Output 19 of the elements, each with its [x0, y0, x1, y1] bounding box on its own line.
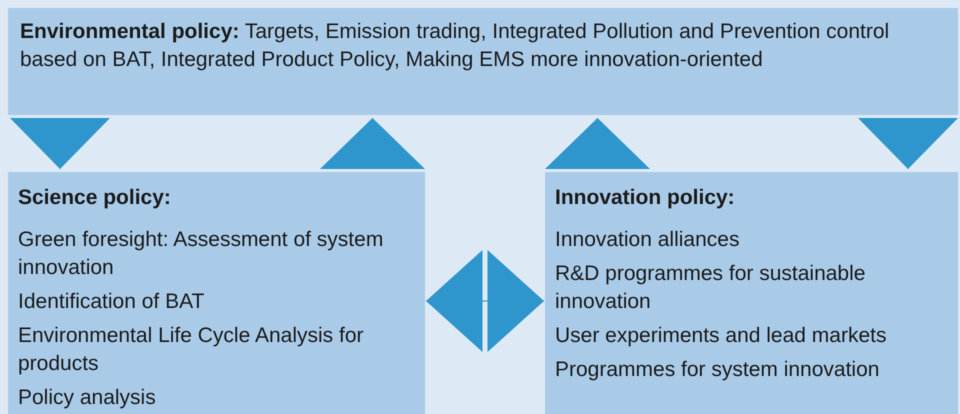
policy-text: Environmental policy: Targets, Emission trading, Integrated Pollution and Prevention control based on BAT, Integrated Product Policy, Making EMS more innovation-oriented: [20, 19, 890, 73]
triangle-arrow: [10, 118, 110, 170]
list-item: R&D programmes for sustainable innovation: [555, 261, 866, 315]
triangle-arrow: [545, 118, 650, 170]
triangle-arrow: [426, 250, 544, 352]
triangle-arrow: [858, 118, 958, 170]
box-heading: Science policy:: [18, 185, 172, 211]
list-item: Programmes for system innovation: [555, 357, 880, 383]
policy-box: [545, 172, 958, 414]
list-item: Policy analysis: [18, 385, 157, 411]
triangle-arrow: [320, 118, 425, 170]
policy-box: [8, 172, 425, 414]
list-item: Environmental Life Cycle Analysis for products: [18, 323, 364, 377]
list-item: Green foresight: Assessment of system innovation: [18, 227, 384, 281]
policy-box: [8, 8, 958, 115]
list-item: Identification of BAT: [18, 289, 206, 315]
list-item: Innovation alliances: [555, 227, 740, 253]
box-heading: Innovation policy:: [555, 185, 736, 211]
list-item: User experiments and lead markets: [555, 323, 888, 349]
